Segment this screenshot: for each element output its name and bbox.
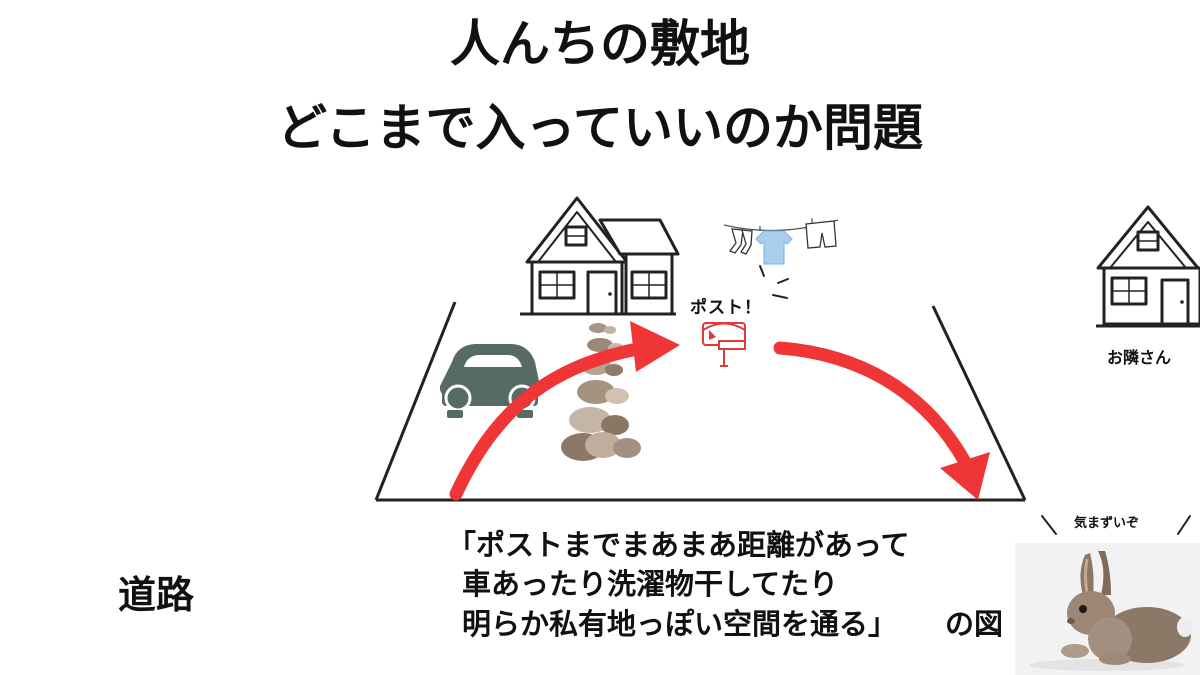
property-lot-outline (374, 301, 1027, 502)
title-line-2: どこまで入っていいのか問題 (277, 99, 923, 157)
rabbit-emphasis-lines (1041, 515, 1191, 535)
laundry-icon (723, 218, 839, 265)
neighbor-label: お隣さん (1107, 348, 1172, 367)
post-label: ポスト！ (690, 298, 762, 318)
stepping-stones-icon (561, 323, 641, 461)
neighbor-house-icon (1096, 205, 1200, 328)
caption-suffix: の図 (945, 607, 1004, 641)
rabbit-thought-text: 気まずいぞ (1074, 516, 1140, 531)
caption-line-1: 「ポストまでまあまあ距離があって (447, 528, 910, 562)
rabbit-photo (1015, 543, 1200, 675)
mailbox-icon (702, 322, 746, 367)
title-line-1: 人んちの敷地 (450, 15, 750, 73)
road-label: 道路 (118, 573, 195, 617)
emphasis-lines (759, 265, 789, 299)
route-arrow-out (773, 341, 990, 500)
rabbit-icon (1015, 543, 1200, 675)
caption-line-2: 車あったり洗濯物干してたり (462, 567, 839, 601)
route-arrow-in (449, 321, 680, 501)
caption-line-3: 明らか私有地っぽい空間を通る」 (462, 607, 898, 641)
house-icon (520, 196, 680, 316)
